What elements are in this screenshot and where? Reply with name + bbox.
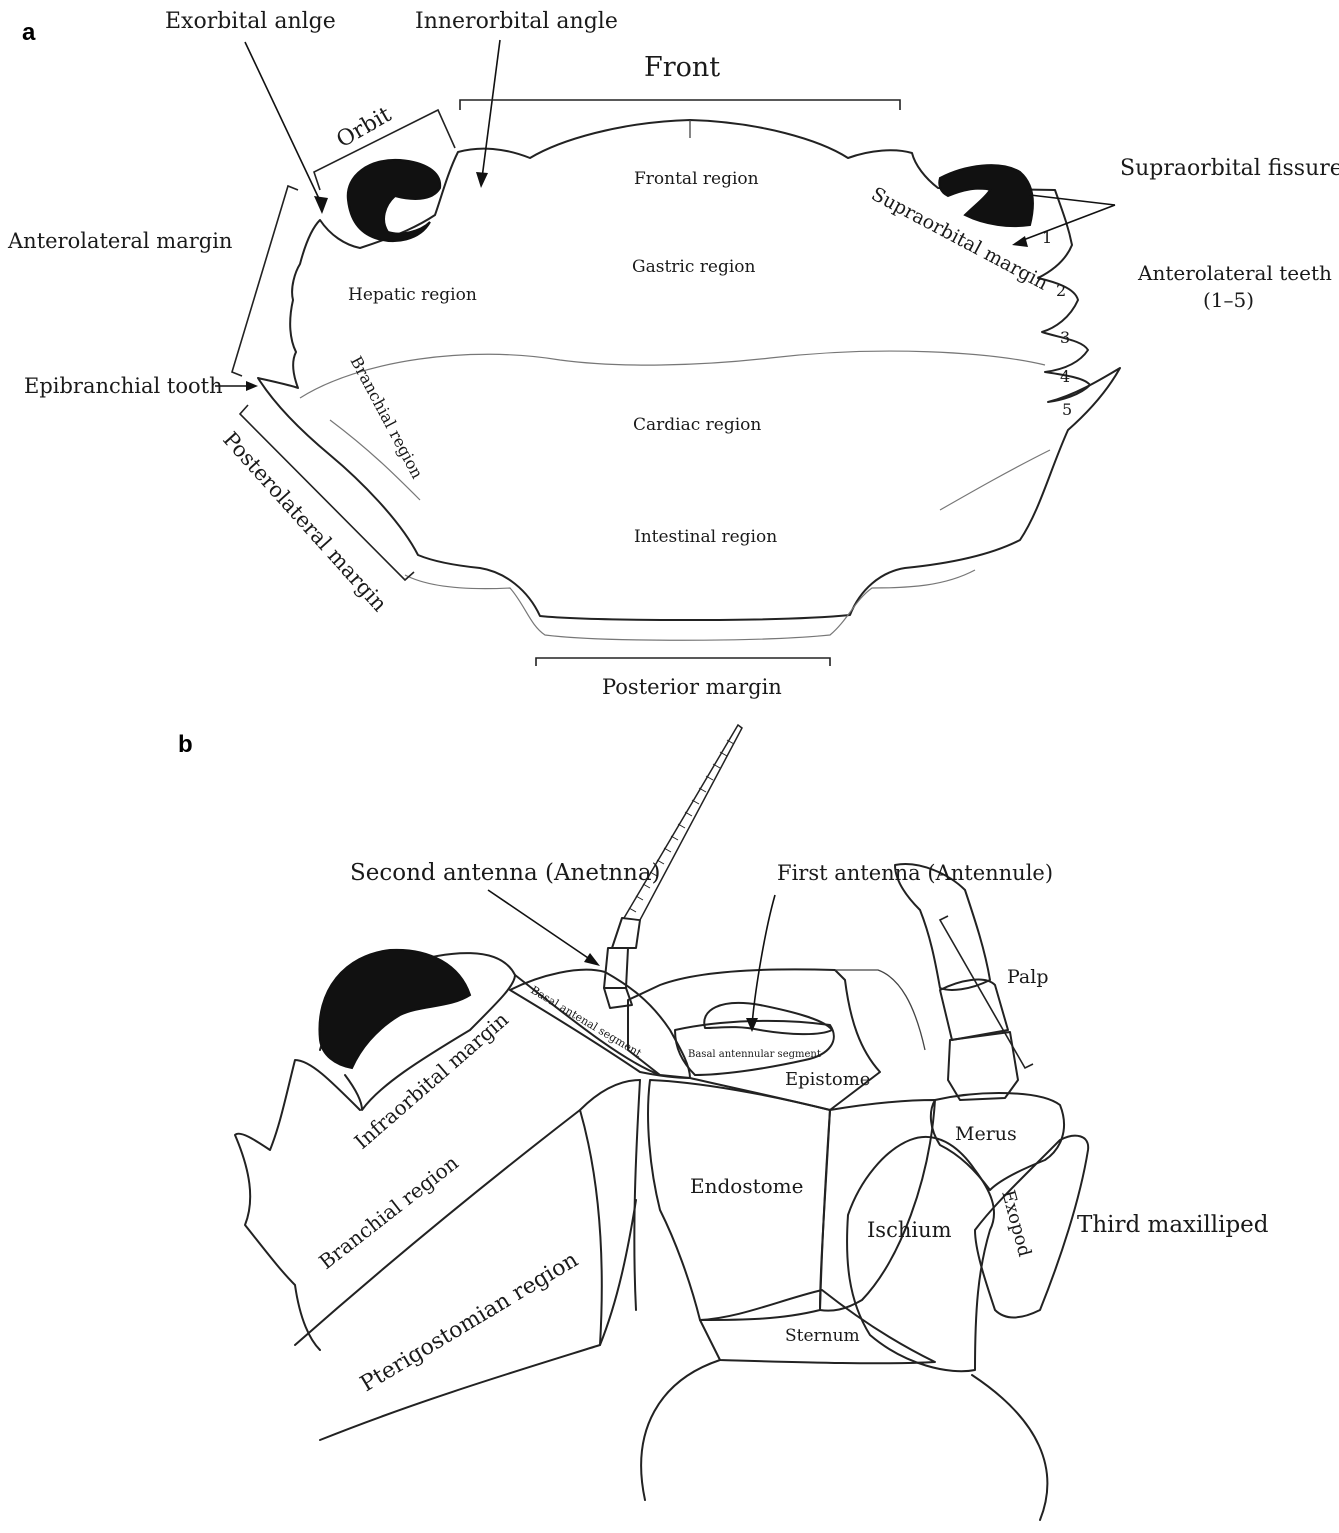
anterolateral-teeth-range: (1–5) [1203,288,1254,312]
branchial-plate [295,1080,640,1345]
ischium-label: Ischium [867,1218,952,1242]
exopod-label: Exopod [997,1188,1035,1259]
antennule [704,1003,832,1034]
right-branchial-ridge [940,450,1050,510]
second-antenna-label: Second antenna (Anetnna) [350,860,661,886]
supraorbital-fissure-arrowhead [1012,236,1028,247]
innerorbital-leader [482,40,500,178]
sternum-label: Sternum [785,1326,860,1346]
third-maxilliped-label: Third maxilliped [1077,1212,1269,1238]
palp-bracket [940,916,1033,1068]
ischium-segment [847,1137,994,1371]
branchial-region-label-b: Branchial region [314,1150,463,1273]
posterolateral-margin-label: Posterolateral margin [218,427,391,616]
exorbital-arrowhead [314,196,328,214]
coxa-outline [641,1360,1047,1520]
supraorbital-fissures-label: Supraorbital fissures [1120,156,1339,181]
first-antenna-label: First antenna (Antennule) [777,861,1053,885]
supraorbital-fissure-leader-1 [1030,195,1115,205]
second-antenna-arrowhead [584,953,600,966]
endostome-plate [648,1080,830,1320]
ventral-rim [405,570,975,640]
epistome-inner [835,970,925,1050]
intestinal-region-label: Intestinal region [634,527,777,547]
gastric-region-label: Gastric region [632,257,756,277]
branchial-region-label-a: Branchial region [346,353,427,482]
front-bracket [460,100,900,110]
anterolateral-margin-bracket [232,186,298,376]
endostome-label: Endostome [690,1174,803,1198]
pterigostomian-inner [580,1110,602,1345]
frontal-region-label: Frontal region [634,169,759,189]
anterolateral-teeth-label: Anterolateral teeth [1137,261,1332,285]
second-antenna-leader [488,890,594,962]
palp-segment-middle [940,980,1008,1040]
maxilliped-inner-plate [820,1100,935,1311]
gastric-cardiac-groove [300,351,1045,398]
panel-a-letter: a [22,19,36,46]
anterolateral-margin-label: Anterolateral margin [7,229,232,253]
tooth-number-3: 3 [1060,328,1070,347]
panel-b: b [178,725,1269,1520]
palp-segment-proximal [948,1032,1018,1100]
tooth-number-5: 5 [1062,400,1072,419]
basal-antennular-segment-label: Basal antennular segment [688,1049,821,1060]
panel-b-letter: b [178,731,193,758]
front-label: Front [644,52,720,83]
innerorbital-arrowhead [476,172,488,188]
epibranchial-tooth-label: Epibranchial tooth [24,374,223,398]
panel-a: a Exorbital anlge Innerorbital angle [7,9,1339,699]
tooth-number-2: 2 [1056,281,1066,300]
exorbital-leader [245,42,322,205]
posterior-margin-label: Posterior margin [602,675,782,699]
palp-label: Palp [1007,966,1049,988]
tooth-number-1: 1 [1042,228,1052,247]
antenna-peduncle-upper [612,918,640,948]
epibranchial-arrowhead [246,381,258,391]
carapace-side-outline [235,1060,360,1350]
epistome-label: Epistome [785,1069,870,1090]
exorbital-angle-label: Exorbital anlge [165,9,336,34]
right-eye [939,165,1033,226]
pterigostomian-region-label: Pterigostomian region [356,1247,582,1397]
antenna-peduncle-lower [604,988,632,1008]
antenna-peduncle-mid [604,948,628,988]
posterior-margin-bracket [536,658,830,666]
merus-label: Merus [955,1123,1017,1145]
left-eye [348,160,440,241]
cardiac-region-label: Cardiac region [633,415,761,435]
tooth-number-4: 4 [1060,367,1070,386]
hepatic-region-label: Hepatic region [348,285,477,305]
pterigostomian-lower [634,1080,640,1310]
basal-antenal-segment-label: Basal antenal segment [528,983,644,1060]
innerorbital-angle-label: Innerorbital angle [415,9,618,34]
orbit-label: Orbit [333,102,396,153]
